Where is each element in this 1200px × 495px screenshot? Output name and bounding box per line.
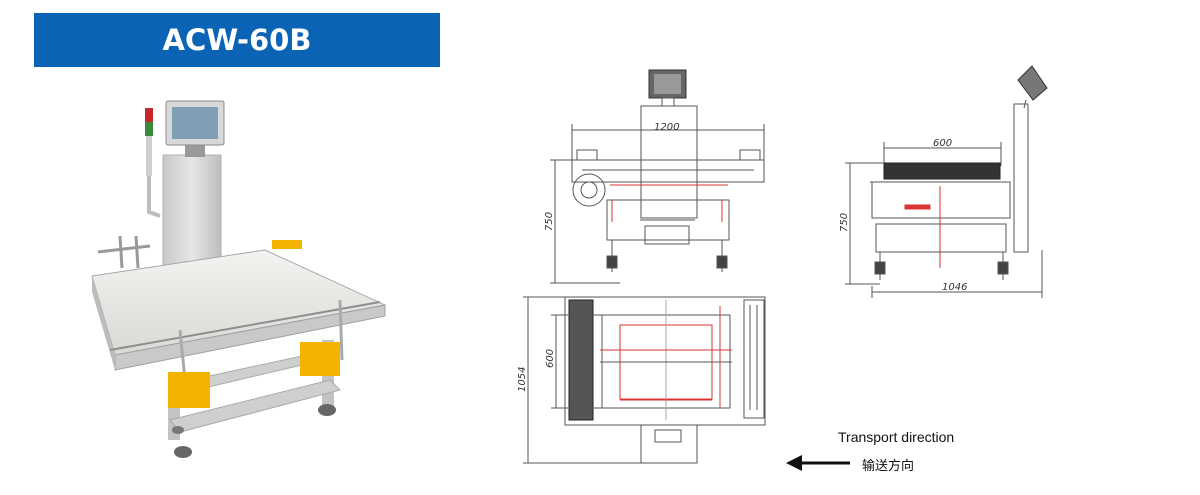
model-title: ACW-60B: [162, 23, 312, 57]
front-height-dimension: 750: [544, 212, 555, 231]
top-inner-dimension: 600: [545, 349, 556, 368]
transport-arrow-icon: [786, 455, 850, 471]
transport-direction-label-cn: 输送方向: [862, 459, 915, 474]
top-length-dimension: 1054: [517, 367, 528, 392]
transport-direction-label: Transport direction: [838, 429, 955, 445]
side-view-drawing: [845, 65, 1048, 298]
top-view-drawing: [523, 296, 766, 464]
side-conveyor-dimension: 600: [933, 138, 952, 149]
model-title-banner: ACW-60B: [34, 13, 440, 67]
front-width-dimension: 1200: [654, 122, 679, 133]
side-length-dimension: 1046: [942, 282, 967, 293]
side-height-dimension: 750: [839, 213, 850, 232]
front-view-drawing: [550, 69, 765, 284]
product-photo: [91, 100, 387, 458]
